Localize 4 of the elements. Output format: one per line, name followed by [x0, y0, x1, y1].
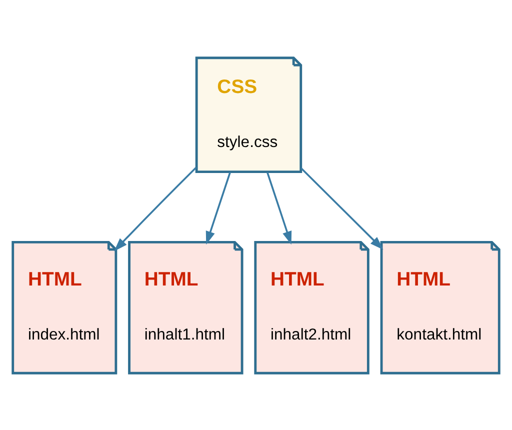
arrow: [114, 166, 197, 251]
arrow: [206, 171, 231, 244]
arrow: [266, 171, 292, 244]
arrow: [300, 166, 384, 250]
